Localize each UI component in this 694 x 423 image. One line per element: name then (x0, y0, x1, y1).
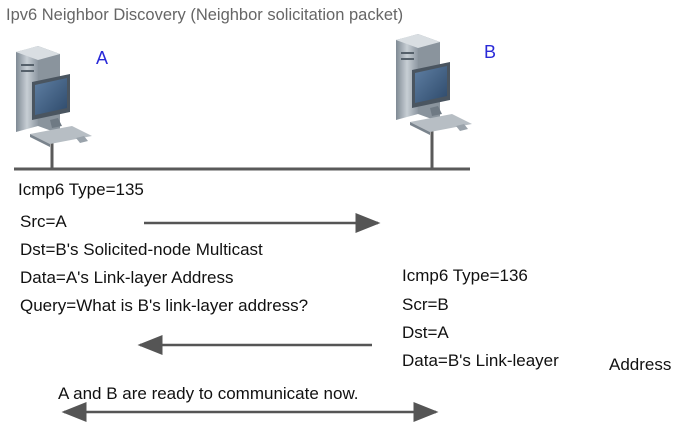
solicitation-type: Icmp6 Type=135 (18, 180, 144, 199)
solicitation-data: Data=A's Link-layer Address (20, 268, 234, 287)
advertisement-src: Scr=B (402, 295, 449, 314)
diagram-title: Ipv6 Neighbor Discovery (Neighbor solici… (6, 6, 404, 24)
computer-icon-b (396, 34, 472, 135)
solicitation-query: Query=What is B's link-layer address? (20, 296, 309, 315)
advertisement-type: Icmp6 Type=136 (402, 266, 528, 285)
solicitation-src: Src=A (20, 212, 67, 231)
computer-icon-a (16, 46, 92, 147)
host-b-label: B (484, 42, 497, 62)
advertisement-dst: Dst=A (402, 323, 449, 342)
solicitation-dst: Dst=B's Solicited-node Multicast (20, 240, 263, 259)
host-a-label: A (96, 48, 109, 68)
advertisement-data-suffix: Address (609, 355, 672, 374)
ready-message: A and B are ready to communicate now. (58, 384, 359, 403)
advertisement-data: Data=B's Link-leayer (402, 351, 559, 370)
